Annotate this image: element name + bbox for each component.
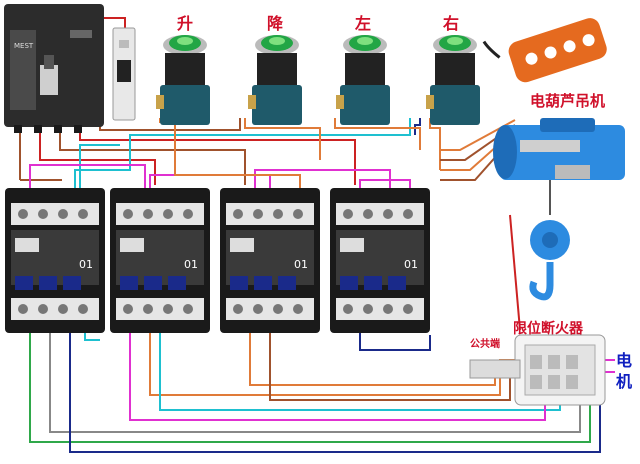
- wire-brown-2: [59, 125, 246, 185]
- wire-cyan-1: [74, 118, 411, 215]
- wire-out-orange-2: [249, 330, 496, 386]
- contactor-model: 01: [294, 258, 308, 271]
- contactor-model: 01: [184, 258, 198, 271]
- wire-orange-2: [244, 118, 321, 160]
- wire-out-blue-2: [359, 330, 431, 351]
- wire-magenta-2: [254, 169, 391, 200]
- common-terminal-label: 公共端: [470, 339, 500, 350]
- wire-limit-feed: [509, 214, 521, 331]
- control-fuse: [112, 27, 136, 121]
- wire-out-green: [29, 330, 591, 443]
- button-up[interactable]: [156, 35, 210, 125]
- wire-out-gray: [49, 330, 581, 433]
- contactor-2: 01: [110, 188, 210, 333]
- button-label-down: 降: [267, 14, 284, 33]
- motor-label: 电机: [615, 351, 632, 391]
- button-left[interactable]: [336, 35, 390, 125]
- breaker-brand: MEST: [14, 42, 34, 50]
- wire-brown-1: [19, 125, 62, 181]
- wire-orange-4: [429, 118, 441, 170]
- button-label-up: 升: [177, 14, 194, 33]
- push-buttons: [156, 35, 480, 125]
- contactor-4: 01: [330, 188, 430, 333]
- button-label-left: 左: [355, 14, 372, 33]
- contactor-model: 01: [404, 258, 418, 271]
- button-right[interactable]: [426, 35, 480, 125]
- electric-hoist: [493, 118, 625, 301]
- contactor-3: 01: [220, 188, 320, 333]
- wire-red-1: [39, 125, 156, 185]
- button-down[interactable]: [248, 35, 302, 125]
- limit-switch-label: 限位断火器: [513, 321, 583, 337]
- wire-out-magenta: [129, 330, 546, 421]
- button-label-right: 右: [443, 14, 460, 33]
- wire-brown-3: [99, 118, 241, 131]
- circuit-breaker: MEST: [4, 4, 104, 133]
- wire-out-brown: [269, 330, 511, 401]
- contactor-1: 01: [5, 188, 105, 333]
- pendant-control: [482, 18, 607, 83]
- wire-hoist-a: [440, 119, 516, 151]
- hoist-label: 电葫芦吊机: [530, 92, 606, 110]
- contactor-model: 01: [79, 258, 93, 271]
- wire-blue-top: [414, 118, 421, 135]
- wire-out-navy: [69, 330, 601, 453]
- limit-switch: [469, 334, 606, 406]
- wire-orange-3: [334, 118, 421, 150]
